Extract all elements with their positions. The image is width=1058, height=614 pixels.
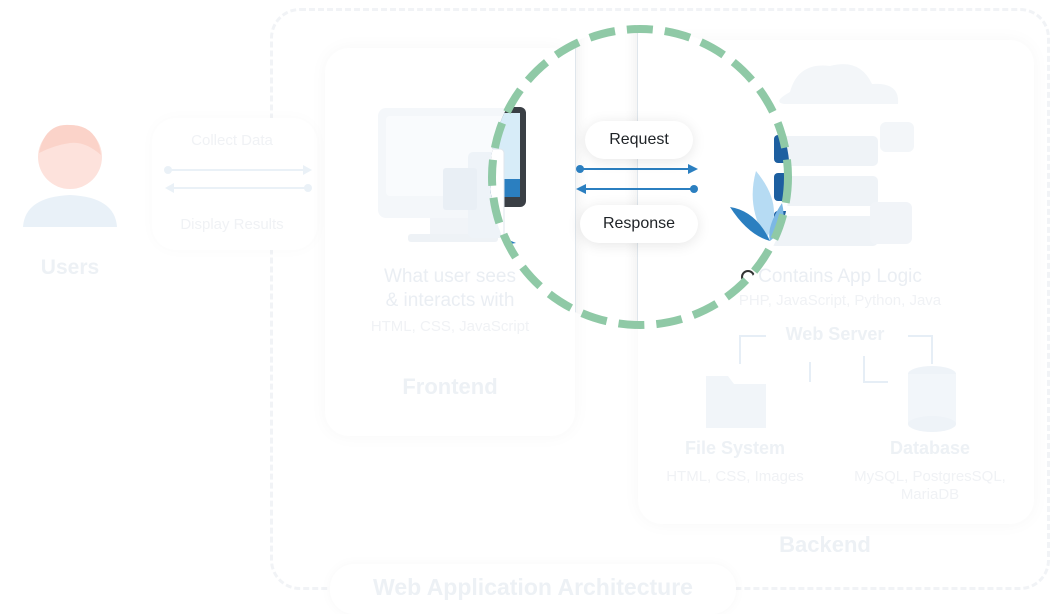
database-title: Database	[889, 438, 971, 458]
bidirectional-arrows-icon	[164, 165, 312, 193]
frontend-desc-line2: & interacts with	[385, 290, 515, 311]
collect-data-label: Collect Data	[191, 132, 273, 149]
display-results-label: Display Results	[180, 216, 284, 233]
app-logic-logo-icon	[730, 171, 784, 241]
database-icon	[908, 366, 956, 432]
backend-logic-title: Contains App Logic	[758, 266, 922, 287]
frontend-desc-line1: What user sees	[384, 266, 516, 287]
database-tech-line1: MySQL, PostgresSQL,	[854, 468, 1006, 485]
file-system-tech: HTML, CSS, Images	[666, 468, 804, 485]
users-label: Users	[40, 256, 100, 279]
highlight-ring	[488, 25, 792, 329]
server-connections-icon	[739, 335, 933, 383]
request-response-arrows-icon	[576, 164, 698, 194]
web-server-label: Web Server	[785, 324, 885, 344]
user-arrows-panel	[152, 118, 317, 250]
user-icon	[23, 124, 117, 227]
request-label: Request	[585, 121, 693, 159]
database-tech-line2: MariaDB	[900, 486, 960, 503]
footer-title: Web Application Architecture	[373, 574, 693, 600]
file-system-title: File System	[684, 438, 786, 458]
frontend-title: Frontend	[402, 374, 498, 399]
response-label: Response	[580, 205, 698, 243]
server-stack-icon	[770, 64, 914, 246]
backend-title: Backend	[779, 532, 871, 557]
frontend-tech: HTML, CSS, JavaScript	[370, 318, 530, 335]
folder-icon	[706, 376, 766, 428]
backend-panel-edge	[637, 27, 790, 327]
